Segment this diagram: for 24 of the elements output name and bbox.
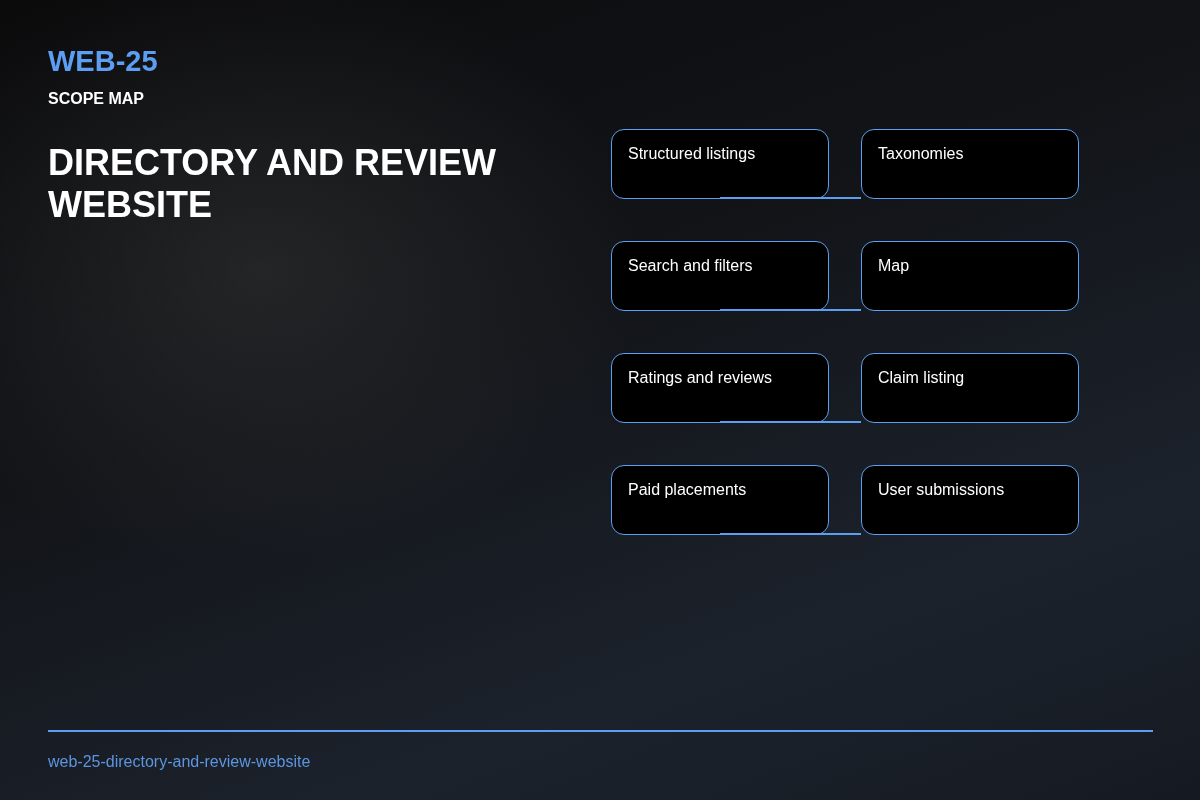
connector-line	[719, 533, 862, 535]
connector-line	[719, 309, 862, 311]
feature-card	[611, 129, 829, 199]
feature-card	[861, 241, 1079, 311]
page-title: DIRECTORY AND REVIEW WEBSITE	[48, 142, 498, 226]
feature-card	[861, 129, 1079, 199]
feature-label: User submissions	[878, 480, 1006, 500]
feature-label: Structured listings	[628, 144, 757, 164]
feature-card	[611, 465, 829, 535]
connector-line	[719, 421, 862, 423]
feature-card	[861, 465, 1079, 535]
feature-card	[611, 353, 829, 423]
feature-label: Search and filters	[628, 256, 754, 276]
feature-label: Taxonomies	[878, 144, 965, 164]
connector-line	[719, 197, 862, 199]
feature-label: Paid placements	[628, 480, 748, 500]
feature-card	[861, 353, 1079, 423]
footer-slug: web-25-directory-and-review-website	[48, 752, 311, 772]
feature-label: Claim listing	[878, 368, 966, 388]
feature-card	[611, 241, 829, 311]
feature-label: Ratings and reviews	[628, 368, 774, 388]
project-code: WEB-25	[48, 44, 158, 78]
feature-label: Map	[878, 256, 911, 276]
section-label: SCOPE MAP	[48, 89, 144, 109]
